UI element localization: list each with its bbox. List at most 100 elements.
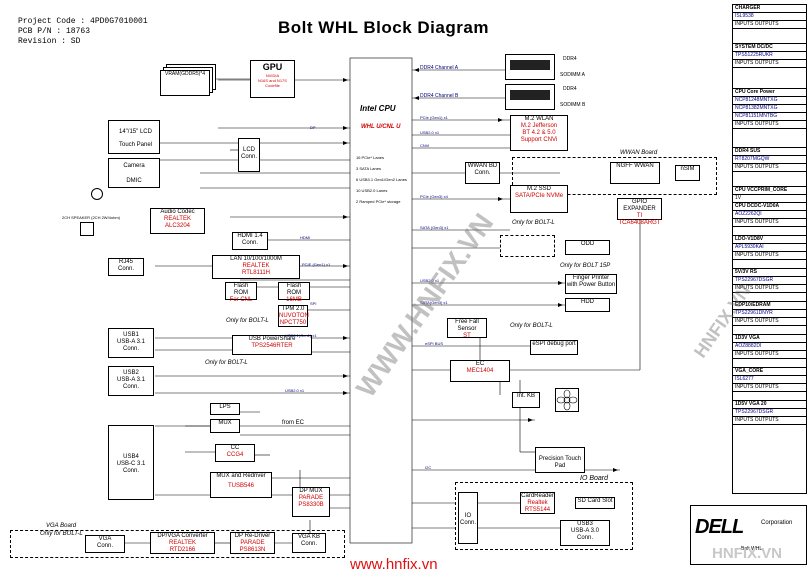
redriver-label: DP Re-Driver [234, 533, 271, 539]
wlan-sub-2: BT 4.2 & 5.0 [522, 130, 556, 136]
io-board-frame [455, 482, 633, 550]
tpm-part: NPCT750 [279, 320, 307, 326]
finger-printer-block: Finger Printer with Power Button [565, 274, 617, 294]
io-conn-block: IO Conn. [458, 492, 478, 544]
signal-label: SATA (Gen3) x1 [420, 225, 449, 230]
hdmi-conn-label: Conn. [241, 240, 258, 246]
tpm-block: TPM 2.0 NUVOTON NPCT750 [278, 305, 309, 327]
power-row: CPU Core Power [733, 89, 806, 97]
signal-label: USB2.0 x1 [285, 388, 305, 393]
touchpad-block: Precision Touch Pad [535, 447, 585, 473]
m2-wlan-block: M.2 WLAN M.2 Jefferson BT 4.2 & 5.0 Supp… [510, 115, 568, 151]
signal-label: HDMI [300, 235, 311, 240]
usb-powershare-block: USB PowerShare TPS2546RTER [232, 335, 312, 355]
signal-label: PCIe (Gen3) x4 [420, 194, 448, 199]
power-row: TPS22961DNYR [733, 310, 806, 318]
power-row: INPUTS OUTPUTS [733, 21, 806, 29]
audio-codec-label: Audio Codec [160, 209, 195, 215]
mux-label: MUX [218, 420, 232, 426]
signal-label: eSPI BUS [425, 341, 444, 346]
power-row: AOZ2262QI [733, 211, 806, 219]
gpu-vendor: NVIDIA [265, 73, 280, 78]
lan-vendor: REALTEK [242, 263, 270, 269]
usb2-conn: Conn. [122, 384, 139, 390]
flash-rom-2-size: 16MB [286, 297, 302, 303]
corner-watermark: HNFIX.VN [712, 545, 783, 562]
power-row: CHARGER [733, 5, 806, 13]
usb1-block: USB1 USB-A 3.1 Conn. [108, 328, 154, 358]
hdmi-label: HDMI 1.4 [237, 233, 263, 239]
mux-redriver-part: TUSB546 [227, 483, 254, 489]
flash-rom-1: Flash ROM For CNL [225, 282, 257, 303]
sodimm-a-label: SODIMM A [560, 72, 586, 78]
espi-debug-label: eSPI debug port [532, 341, 576, 347]
signal-label: USB2.0 x1 [420, 278, 440, 283]
io-board-title: IO Board [580, 475, 609, 482]
gpio-label: GPIO EXPANDER [623, 199, 656, 212]
vga-board-title: VGA Board [46, 523, 77, 529]
vram-label: VRAM(GDDR5)*4 [164, 71, 205, 77]
lan-part-1: RTL8111H [241, 270, 271, 276]
odd-only-note: Only for BOLT 15P [560, 263, 611, 269]
dimm-slot-b-icon [510, 90, 550, 100]
ddr4-b-label: DDR4 [563, 86, 577, 92]
lcd-conn-label: LCD Conn. [240, 147, 257, 160]
from-ec-label: from EC [282, 420, 305, 426]
usb1-label: USB1 [123, 332, 139, 338]
wwan-board-frame [512, 157, 717, 195]
ddr4-a-label: DDR4 [563, 56, 577, 62]
redriver-part: PS8613N [239, 547, 266, 553]
vga-kb-conn-block: VGA KB Conn. [292, 533, 326, 553]
dp-mux-label: DP MUX [299, 488, 323, 494]
touch-panel-label: Touch Panel [119, 142, 153, 148]
power-row: INPUTS OUTPUTS [733, 384, 806, 392]
mux-redriver-label: MUX and Redriver [216, 473, 266, 479]
power-row: EDP10/EDRAM [733, 302, 806, 310]
wwan-conn-label: Conn. [474, 170, 491, 176]
rj45-conn-label: Conn. [117, 266, 134, 272]
power-row: TPS22967DSGR [733, 277, 806, 285]
power-row: INPUTS OUTPUTS [733, 121, 806, 129]
signal-label: CNVi [420, 143, 430, 148]
ssd-sub: SATA/PCIe NVMe [514, 193, 564, 199]
power-row: INPUTS OUTPUTS [733, 219, 806, 227]
usb3-block: USB3 USB-A 3.0 Conn. [560, 520, 610, 546]
ec-part: MEC1404 [466, 368, 494, 374]
vga-board-frame [10, 530, 345, 558]
gpu-codename: N16S and N17S Codefile [258, 78, 287, 88]
usb3-label: USB3 [577, 521, 593, 527]
usb2-block: USB2 USB-A 3.1 Conn. [108, 366, 154, 396]
ec-block: EC MEC1404 [450, 360, 510, 382]
power-row: NCP81151MNTBG [733, 113, 806, 121]
vga-conn-label: Conn. [96, 543, 113, 549]
audio-codec-vendor: REALTEK [164, 216, 191, 222]
power-row: NCP81248MNTXG [733, 97, 806, 105]
ddr4-ch-b-signal: DDR4 Channel B [420, 93, 459, 99]
cpu-subtitle: WHL U/CNL U [361, 124, 401, 130]
sd-slot-label: SD Card Slot [577, 498, 613, 504]
camera-label: Camera [123, 163, 145, 169]
int-kb-block: Int. KB [512, 392, 540, 408]
footer-url: www.hnfix.vn [350, 556, 438, 573]
sodimm-a-block [505, 54, 555, 80]
odd-block: ODD [565, 240, 610, 255]
cpu-title: Intel CPU [360, 104, 396, 113]
m2-ssd-block: M.2 SSD SATA/PCIe NVMe [510, 185, 568, 213]
speaker-icon [80, 222, 94, 236]
power-row: INPUTS OUTPUTS [733, 60, 806, 68]
cardreader-label: CardReader [521, 493, 554, 499]
signal-label: PCIE (Gen1) x1 [302, 262, 331, 267]
nsim-block: nSIM [675, 165, 700, 181]
gpu-block: GPU NVIDIA N16S and N17S Codefile [250, 60, 295, 98]
power-row: SYSTEM DC/DC [733, 44, 806, 52]
dp-mux-block: DP MUX PARADE PS8330B [292, 487, 330, 517]
wwan-bd-conn: WWAN BD Conn. [465, 162, 500, 184]
io-conn-label: IO Conn. [459, 513, 476, 526]
dell-logo: DELL [695, 516, 744, 538]
wwan-board-title: WWAN Board [620, 150, 658, 156]
power-row: INPUTS OUTPUTS [733, 318, 806, 326]
gpu-title: GPU [262, 62, 283, 72]
cardreader-part: RTS5144 [524, 507, 551, 513]
fan-icon [555, 388, 579, 412]
doc-name: Bolt WHL [741, 546, 763, 552]
